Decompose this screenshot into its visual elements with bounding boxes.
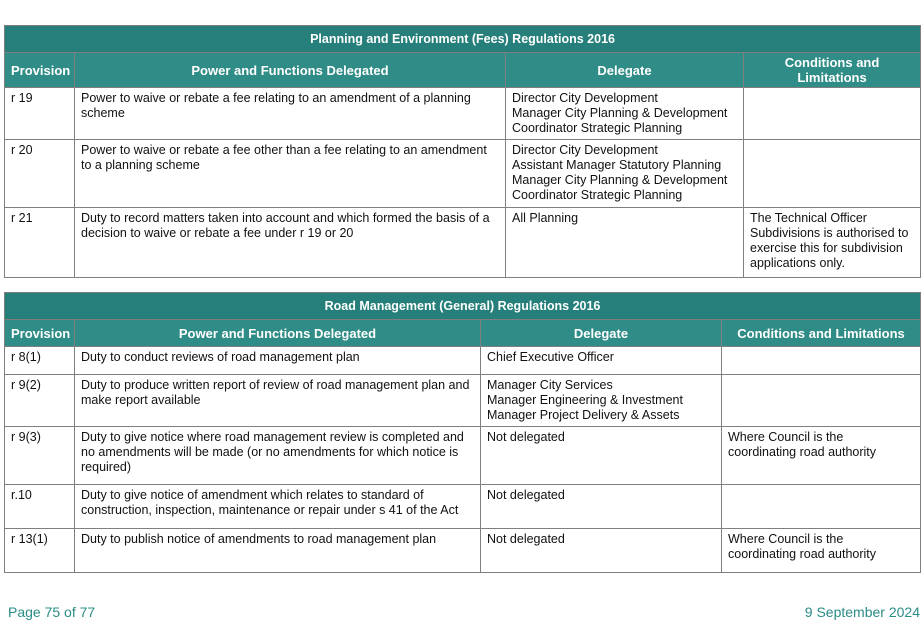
provision-cell: r 19 [4,87,75,140]
conditions-cell [742,87,922,140]
road-management-table: Road Management (General) Regulations 20… [3,292,922,573]
power-cell: Power to waive or rebate a fee other tha… [74,139,506,208]
delegate-line: Assistant Manager Statutory Planning [512,158,722,172]
table-title-row: Planning and Environment (Fees) Regulati… [3,25,922,53]
table-title: Road Management (General) Regulations 20… [3,292,922,320]
delegate-line: Manager City Planning & Development [512,106,728,120]
header-delegate: Delegate [480,319,722,347]
delegate-line: Manager City Planning & Development [512,173,728,187]
planning-fees-table: Planning and Environment (Fees) Regulati… [3,25,922,278]
provision-cell: r.10 [4,484,75,529]
conditions-cell: The Technical Officer Subdivisions is au… [742,207,922,278]
table-title: Planning and Environment (Fees) Regulati… [3,25,922,53]
delegate-line: Coordinator Strategic Planning [512,121,683,135]
conditions-cell [742,139,922,208]
provision-cell: r 9(3) [4,426,75,485]
provision-cell: r 20 [4,139,75,208]
power-cell: Duty to publish notice of amendments to … [74,528,481,573]
delegate-line: Manager Project Delivery & Assets [487,408,680,422]
table-row: r 13(1) Duty to publish notice of amendm… [4,528,922,573]
conditions-cell [720,484,922,529]
table-row: r 8(1) Duty to conduct reviews of road m… [4,346,922,375]
header-conditions: Conditions and Limitations [720,319,922,347]
table-row: r 9(2) Duty to produce written report of… [4,374,922,427]
conditions-cell [720,374,922,427]
delegate-line: Coordinator Strategic Planning [512,188,683,202]
table-row: r 19 Power to waive or rebate a fee rela… [4,87,922,140]
delegate-cell: Not delegated [480,484,722,529]
power-cell: Duty to give notice of amendment which r… [74,484,481,529]
delegate-line: Not delegated [487,488,565,502]
delegate-cell: Director City Development Manager City P… [505,87,744,140]
table-row: r 20 Power to waive or rebate a fee othe… [4,139,922,208]
delegate-cell: Manager City Services Manager Engineerin… [480,374,722,427]
delegate-cell: Chief Executive Officer [480,346,722,375]
provision-cell: r 9(2) [4,374,75,427]
delegate-cell: Not delegated [480,528,722,573]
provision-cell: r 13(1) [4,528,75,573]
delegate-line: Not delegated [487,430,565,444]
delegate-line: Director City Development [512,91,658,105]
table-row: r 21 Duty to record matters taken into a… [4,207,922,278]
header-delegate: Delegate [505,52,744,88]
table-row: r 9(3) Duty to give notice where road ma… [4,426,922,485]
power-cell: Duty to record matters taken into accoun… [74,207,506,278]
header-power: Power and Functions Delegated [74,319,481,347]
power-cell: Duty to give notice where road managemen… [74,426,481,485]
power-cell: Duty to produce written report of review… [74,374,481,427]
delegate-cell: Director City Development Assistant Mana… [505,139,744,208]
conditions-cell: Where Council is the coordinating road a… [720,528,922,573]
header-provision: Provision [4,52,75,88]
provision-cell: r 8(1) [4,346,75,375]
provision-cell: r 21 [4,207,75,278]
table-header-row: Provision Power and Functions Delegated … [4,319,922,347]
delegate-line: All Planning [512,211,579,225]
power-cell: Duty to conduct reviews of road manageme… [74,346,481,375]
table-row: r.10 Duty to give notice of amendment wh… [4,484,922,529]
delegate-cell: Not delegated [480,426,722,485]
delegate-line: Manager City Services [487,378,613,392]
power-cell: Power to waive or rebate a fee relating … [74,87,506,140]
delegate-line: Not delegated [487,532,565,546]
page-number: Page 75 of 77 [8,604,96,620]
delegate-cell: All Planning [505,207,744,278]
table-header-row: Provision Power and Functions Delegated … [4,52,922,88]
header-provision: Provision [4,319,75,347]
delegate-line: Director City Development [512,143,658,157]
header-conditions: Conditions and Limitations [742,52,922,88]
conditions-cell: Where Council is the coordinating road a… [720,426,922,485]
conditions-cell [720,346,922,375]
header-power: Power and Functions Delegated [74,52,506,88]
document-date: 9 September 2024 [804,604,920,620]
table-title-row: Road Management (General) Regulations 20… [3,292,922,320]
delegate-line: Manager Engineering & Investment [487,393,683,407]
delegate-line: Chief Executive Officer [487,350,614,364]
